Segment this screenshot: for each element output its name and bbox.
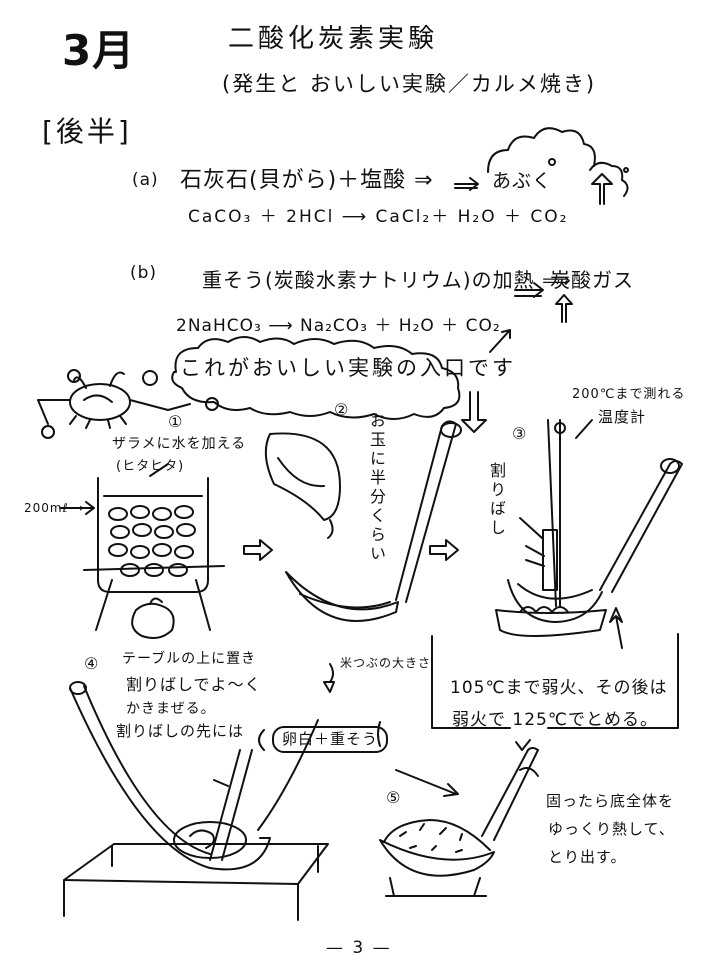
part-b-equation: 2NaHCO₃ ⟶ Na₂CO₃ ＋ H₂O ＋ CO₂ xyxy=(176,316,501,336)
heat-bracket xyxy=(431,633,679,729)
step4-line3: かきまぜる。 xyxy=(126,701,216,717)
part-a-label: (a) xyxy=(132,170,159,190)
heat-instruction-line2: 弱火で 125℃でとめる。 xyxy=(452,710,658,730)
step5-karume-drawing xyxy=(379,747,539,897)
step1-number: ① xyxy=(168,412,184,431)
right-arrow-icon xyxy=(429,539,459,561)
doodle-creature xyxy=(37,369,219,439)
step4-table-drawing xyxy=(63,663,381,921)
part-a-equation: CaCO₃ ＋ 2HCl ⟶ CaCl₂＋ H₂O ＋ CO₂ xyxy=(188,207,569,227)
step3-number: ③ xyxy=(512,424,528,443)
step4-line4: 割りばしの先には xyxy=(116,722,245,740)
right-arrow-icon xyxy=(243,539,273,561)
step4-number: ④ xyxy=(84,654,100,673)
step1-subtext: (ヒタヒタ) xyxy=(116,459,185,474)
arrow-icon xyxy=(454,177,479,191)
rice-size-note: 米つぶの大きさ xyxy=(340,656,432,670)
part-b-label: (b) xyxy=(130,263,158,283)
step5-number: ⑤ xyxy=(386,788,402,807)
step5-line3: とり出す。 xyxy=(548,848,627,866)
page-subtitle: (発生と おいしい実験／カルメ焼き) xyxy=(222,72,597,96)
entrance-bubble xyxy=(171,329,511,433)
step2-text: お玉に半分くらい xyxy=(367,412,386,564)
step1-pot-drawing xyxy=(59,463,225,639)
page-number: — 3 — xyxy=(326,938,392,958)
page-title: 二酸化炭素実験 xyxy=(228,24,439,54)
month-heading: 3月 xyxy=(62,26,136,75)
step1-volume: 200mℓ → xyxy=(24,501,85,515)
step3-thermometer-label: 温度計 xyxy=(598,408,647,426)
step5-line2: ゆっくり熱して、 xyxy=(548,820,675,838)
step5-line1: 固ったら底全体を xyxy=(546,792,675,810)
part-b-text: 重そう(炭酸水素ナトリウム)の加熱 ⟹ xyxy=(202,268,572,292)
step4-line2: 割りばしでよ～く xyxy=(126,675,262,694)
step3-range-text: 200℃まで測れる xyxy=(572,387,686,402)
step2-number: ② xyxy=(334,400,350,419)
up-arrow-icon xyxy=(515,739,531,751)
step4-ingredient-box: 卵白＋重そう xyxy=(272,726,389,753)
step3-chopsticks-label: 割りばし xyxy=(487,462,506,538)
part-b-result: 炭酸ガス xyxy=(550,268,634,292)
step2-ladle-drawing xyxy=(264,420,462,622)
step4-line1: テーブルの上に置き xyxy=(122,651,257,667)
part-a-text: 石灰石(貝がら)＋塩酸 ⇒ xyxy=(180,168,434,193)
part-a-result: あぶく xyxy=(492,170,553,192)
bubbles-drawing xyxy=(487,127,629,205)
up-arrow-icon xyxy=(555,294,573,323)
section-heading: [後半] xyxy=(42,115,132,148)
entrance-caption: これがおいしい実験の入口です xyxy=(180,356,516,380)
down-right-arrow-icon xyxy=(395,769,459,797)
heat-instruction-line1: 105℃まで弱火、その後は xyxy=(450,678,668,698)
step1-text: ザラメに水を加える xyxy=(112,436,247,452)
step3-thermometer-drawing xyxy=(495,419,683,649)
double-arrow-icon xyxy=(514,282,544,298)
